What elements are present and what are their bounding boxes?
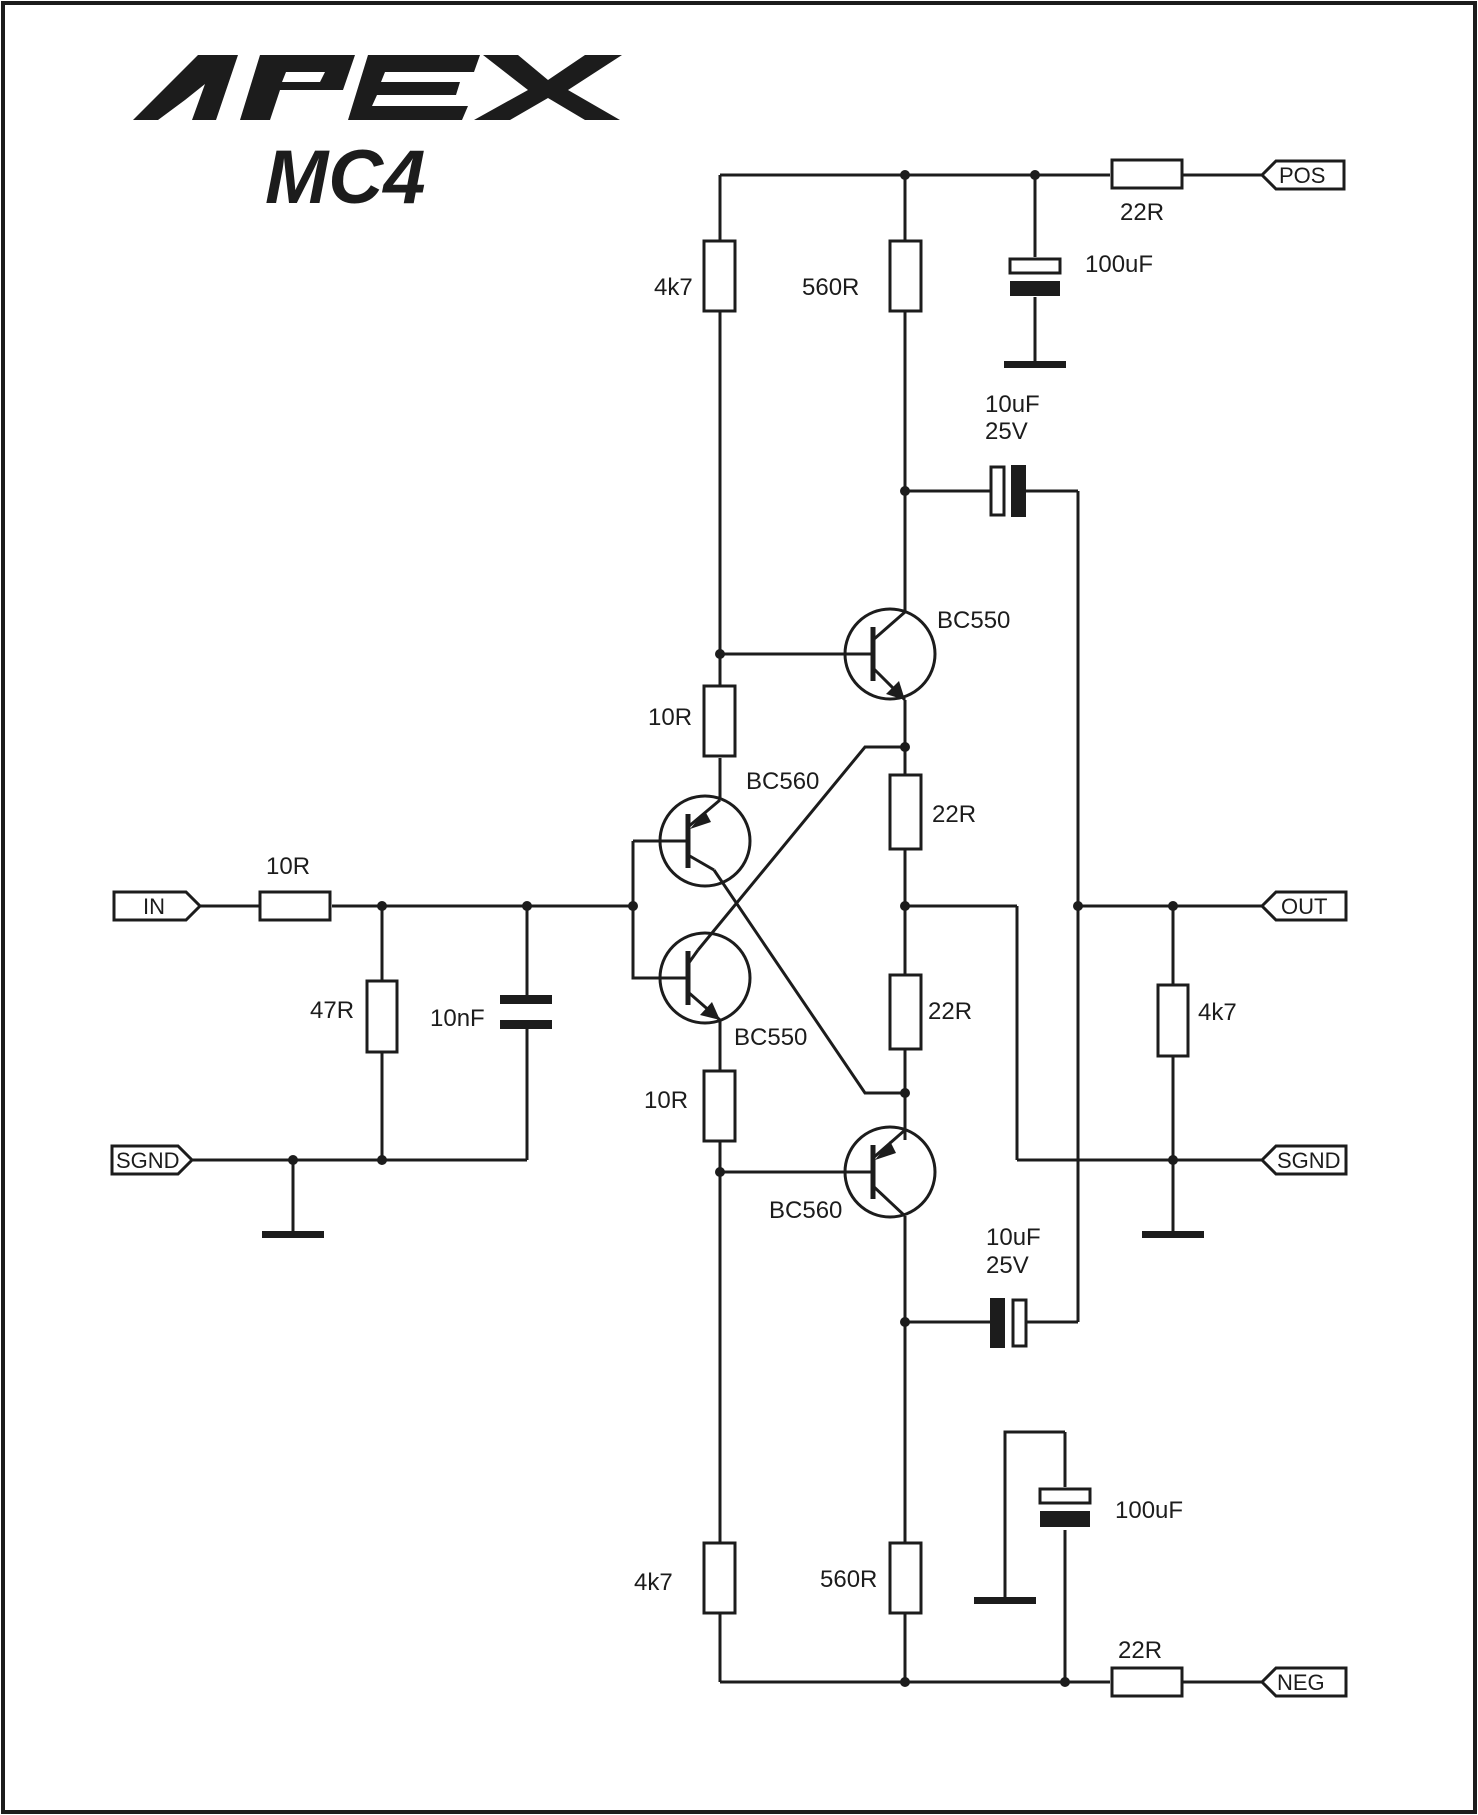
resistor-4k7-top: [702, 239, 737, 313]
svg-text:POS: POS: [1279, 163, 1325, 188]
capacitor-100uf-bottom: [1038, 1487, 1092, 1527]
resistor-22r-lower: [888, 973, 923, 1051]
label-r-in-shunt: 47R: [310, 997, 354, 1024]
svg-text:OUT: OUT: [1281, 894, 1327, 919]
transistor-bc560-input: [658, 794, 752, 888]
label-r-in: 10R: [266, 853, 310, 880]
transistor-bc550-input: [658, 931, 752, 1025]
label-r-out-load: 4k7: [1198, 999, 1237, 1026]
label-q-bottom: BC560: [769, 1197, 842, 1224]
resistor-22r-neg: [1110, 1666, 1184, 1698]
label-q-top: BC550: [937, 607, 1010, 634]
resistor-10r-lower: [702, 1069, 737, 1143]
label-r-emitter-upper: 22R: [932, 801, 976, 828]
resistor-4k7-out: [1156, 983, 1190, 1058]
label-r-base-lower: 10R: [644, 1087, 688, 1114]
wiring: [192, 173, 1262, 1684]
port-neg: NEG: [1259, 1666, 1348, 1698]
label-c-bottom-coupling-value: 10uF: [986, 1224, 1041, 1251]
resistor-22r-upper: [888, 773, 923, 851]
label-r-top-left: 4k7: [654, 274, 693, 301]
label-q-pnp-input: BC560: [746, 768, 819, 795]
resistor-560r-top: [888, 239, 923, 313]
label-q-npn-input: BC550: [734, 1024, 807, 1051]
capacitor-100uf-top: [1008, 257, 1062, 296]
capacitor-10nf: [500, 995, 552, 1029]
label-r-bottom-left: 4k7: [634, 1569, 673, 1596]
capacitor-10uf-top: [989, 465, 1026, 517]
label-c-pos-filter: 100uF: [1085, 251, 1153, 278]
label-r-top-right: 560R: [802, 274, 859, 301]
resistor-10r-upper: [702, 684, 737, 758]
model-title: MC4: [265, 135, 425, 220]
svg-text:NEG: NEG: [1277, 1670, 1325, 1695]
capacitor-10uf-bottom: [990, 1298, 1028, 1348]
junction-dots: [288, 170, 1178, 1687]
apex-logo: [133, 55, 622, 120]
label-r-pos-rail: 22R: [1120, 199, 1164, 226]
label-c-bottom-coupling-voltage: 25V: [986, 1252, 1029, 1279]
ground-symbol-bottom: [974, 1597, 1036, 1604]
resistor-22r-pos: [1110, 158, 1184, 190]
label-r-neg-rail: 22R: [1118, 1637, 1162, 1664]
label-c-neg-filter: 100uF: [1115, 1497, 1183, 1524]
port-pos: POS: [1259, 159, 1346, 191]
resistor-10r-in: [258, 890, 332, 922]
svg-text:SGND: SGND: [116, 1148, 180, 1173]
ground-symbol-top: [1004, 361, 1066, 368]
label-c-top-coupling-voltage: 25V: [985, 418, 1028, 445]
resistor-47r: [365, 979, 399, 1054]
transistor-bc560-bottom: [843, 1093, 937, 1219]
port-in: IN: [112, 890, 203, 922]
ground-symbol-right: [1142, 1231, 1204, 1238]
transistor-bc550-top: [843, 607, 937, 702]
ground-symbol-left: [262, 1231, 324, 1238]
port-out: OUT: [1259, 890, 1348, 922]
resistor-4k7-bottom: [702, 1541, 737, 1615]
label-c-top-coupling-value: 10uF: [985, 391, 1040, 418]
label-r-bottom-right: 560R: [820, 1566, 877, 1593]
label-r-base-upper: 10R: [648, 704, 692, 731]
svg-text:SGND: SGND: [1277, 1148, 1341, 1173]
label-r-emitter-lower: 22R: [928, 998, 972, 1025]
svg-text:IN: IN: [143, 894, 165, 919]
label-c-in-shunt: 10nF: [430, 1005, 485, 1032]
port-sgnd-left: SGND: [110, 1144, 195, 1176]
resistor-560r-bottom: [888, 1541, 923, 1615]
port-sgnd-right: SGND: [1259, 1144, 1348, 1176]
